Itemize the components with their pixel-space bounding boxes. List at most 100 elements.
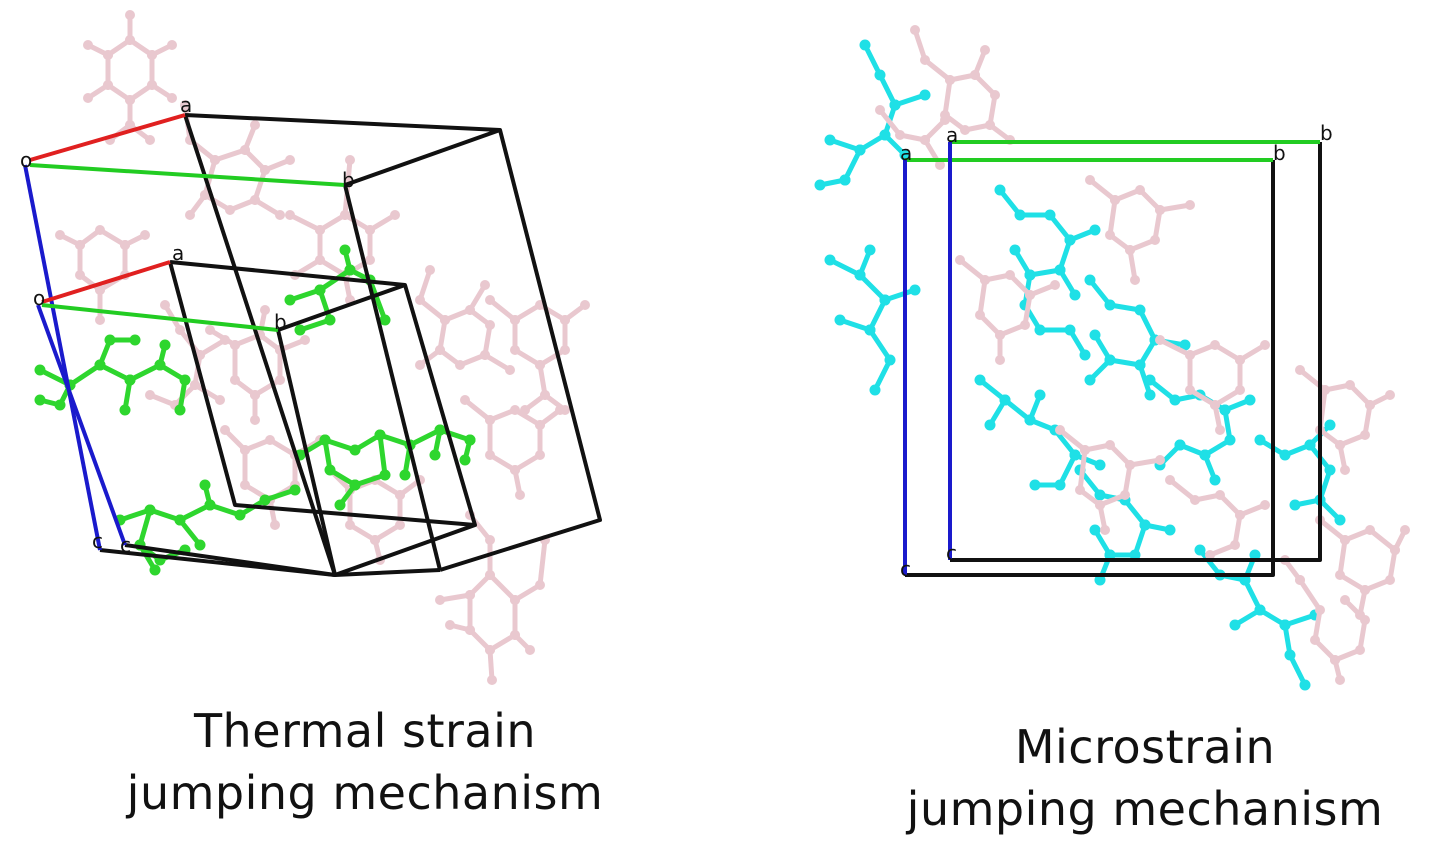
atom (75, 270, 85, 280)
atom (510, 405, 520, 415)
atom (250, 195, 260, 205)
atom (1360, 430, 1370, 440)
atom (1139, 519, 1151, 531)
caption-line: Microstrain (1014, 720, 1276, 774)
atom (1199, 449, 1211, 461)
atom (945, 75, 955, 85)
atom (560, 315, 570, 325)
atom (1254, 434, 1266, 446)
atom (190, 380, 200, 390)
atom (999, 394, 1011, 406)
atom (535, 450, 545, 460)
atom (125, 10, 135, 20)
atom (910, 25, 920, 35)
atom (1064, 324, 1076, 336)
atom (460, 395, 470, 405)
atom (120, 240, 130, 250)
atom (487, 675, 497, 685)
atom (1135, 185, 1145, 195)
atom (1080, 445, 1090, 455)
atom (1079, 349, 1091, 361)
atom (1335, 570, 1345, 580)
atom (510, 315, 520, 325)
atom (899, 149, 911, 161)
molecule (1085, 175, 1195, 285)
pink-molecules-right (875, 25, 1410, 685)
cell-edge (277, 283, 406, 332)
molecule (1055, 425, 1165, 535)
atom (1320, 385, 1330, 395)
atom (485, 450, 495, 460)
atom (510, 345, 520, 355)
atom (459, 454, 471, 466)
atom (1134, 304, 1146, 316)
atom (179, 374, 191, 386)
atom (339, 244, 351, 256)
molecule (814, 39, 931, 191)
atom (1100, 525, 1110, 535)
atom (204, 499, 216, 511)
molecule (460, 395, 565, 500)
atom (75, 240, 85, 250)
atom (315, 255, 325, 265)
atom (975, 310, 985, 320)
atom (1144, 374, 1156, 386)
atom (1069, 449, 1081, 461)
atom (455, 360, 465, 370)
atom (1345, 380, 1355, 390)
atom (1400, 525, 1410, 535)
atom (1254, 604, 1266, 616)
atom (344, 264, 356, 276)
atom (465, 590, 475, 600)
atom (415, 295, 425, 305)
atom (1209, 474, 1221, 486)
atom (1299, 679, 1311, 691)
cell-edge (124, 543, 336, 577)
atom (955, 255, 965, 265)
atom (379, 469, 391, 481)
atom (1094, 489, 1106, 501)
molecule (83, 10, 177, 145)
molecule (180, 100, 295, 220)
atom (345, 520, 355, 530)
atom (1340, 535, 1350, 545)
atom (1044, 209, 1056, 221)
atom (185, 210, 195, 220)
cell-edge (905, 160, 1275, 577)
atom (1185, 200, 1195, 210)
atom (1165, 475, 1175, 485)
atom (535, 360, 545, 370)
atom (1219, 404, 1231, 416)
atom (555, 405, 565, 415)
cell-label-a: a (180, 93, 192, 117)
atom (230, 375, 240, 385)
atom (95, 315, 105, 325)
atom (980, 275, 990, 285)
atom (365, 255, 375, 265)
atom (240, 145, 250, 155)
atom (1229, 619, 1241, 631)
atom (140, 230, 150, 240)
atom (485, 645, 495, 655)
atom (535, 420, 545, 430)
caption-line: Thermal strain (193, 704, 537, 758)
atom (434, 424, 446, 436)
atom (960, 125, 970, 135)
atom (125, 35, 135, 45)
molecule (435, 510, 550, 685)
atom (879, 129, 891, 141)
molecule (1144, 374, 1256, 486)
atom (395, 520, 405, 530)
atom (435, 345, 445, 355)
atom (505, 365, 515, 375)
molecule (955, 255, 1060, 365)
atom (464, 434, 476, 446)
atom (1355, 645, 1365, 655)
atom (1075, 485, 1085, 495)
atom (1279, 449, 1291, 461)
atom (167, 93, 177, 103)
atom (1089, 224, 1101, 236)
atom (480, 280, 490, 290)
atom (103, 50, 113, 60)
atom (824, 254, 836, 266)
